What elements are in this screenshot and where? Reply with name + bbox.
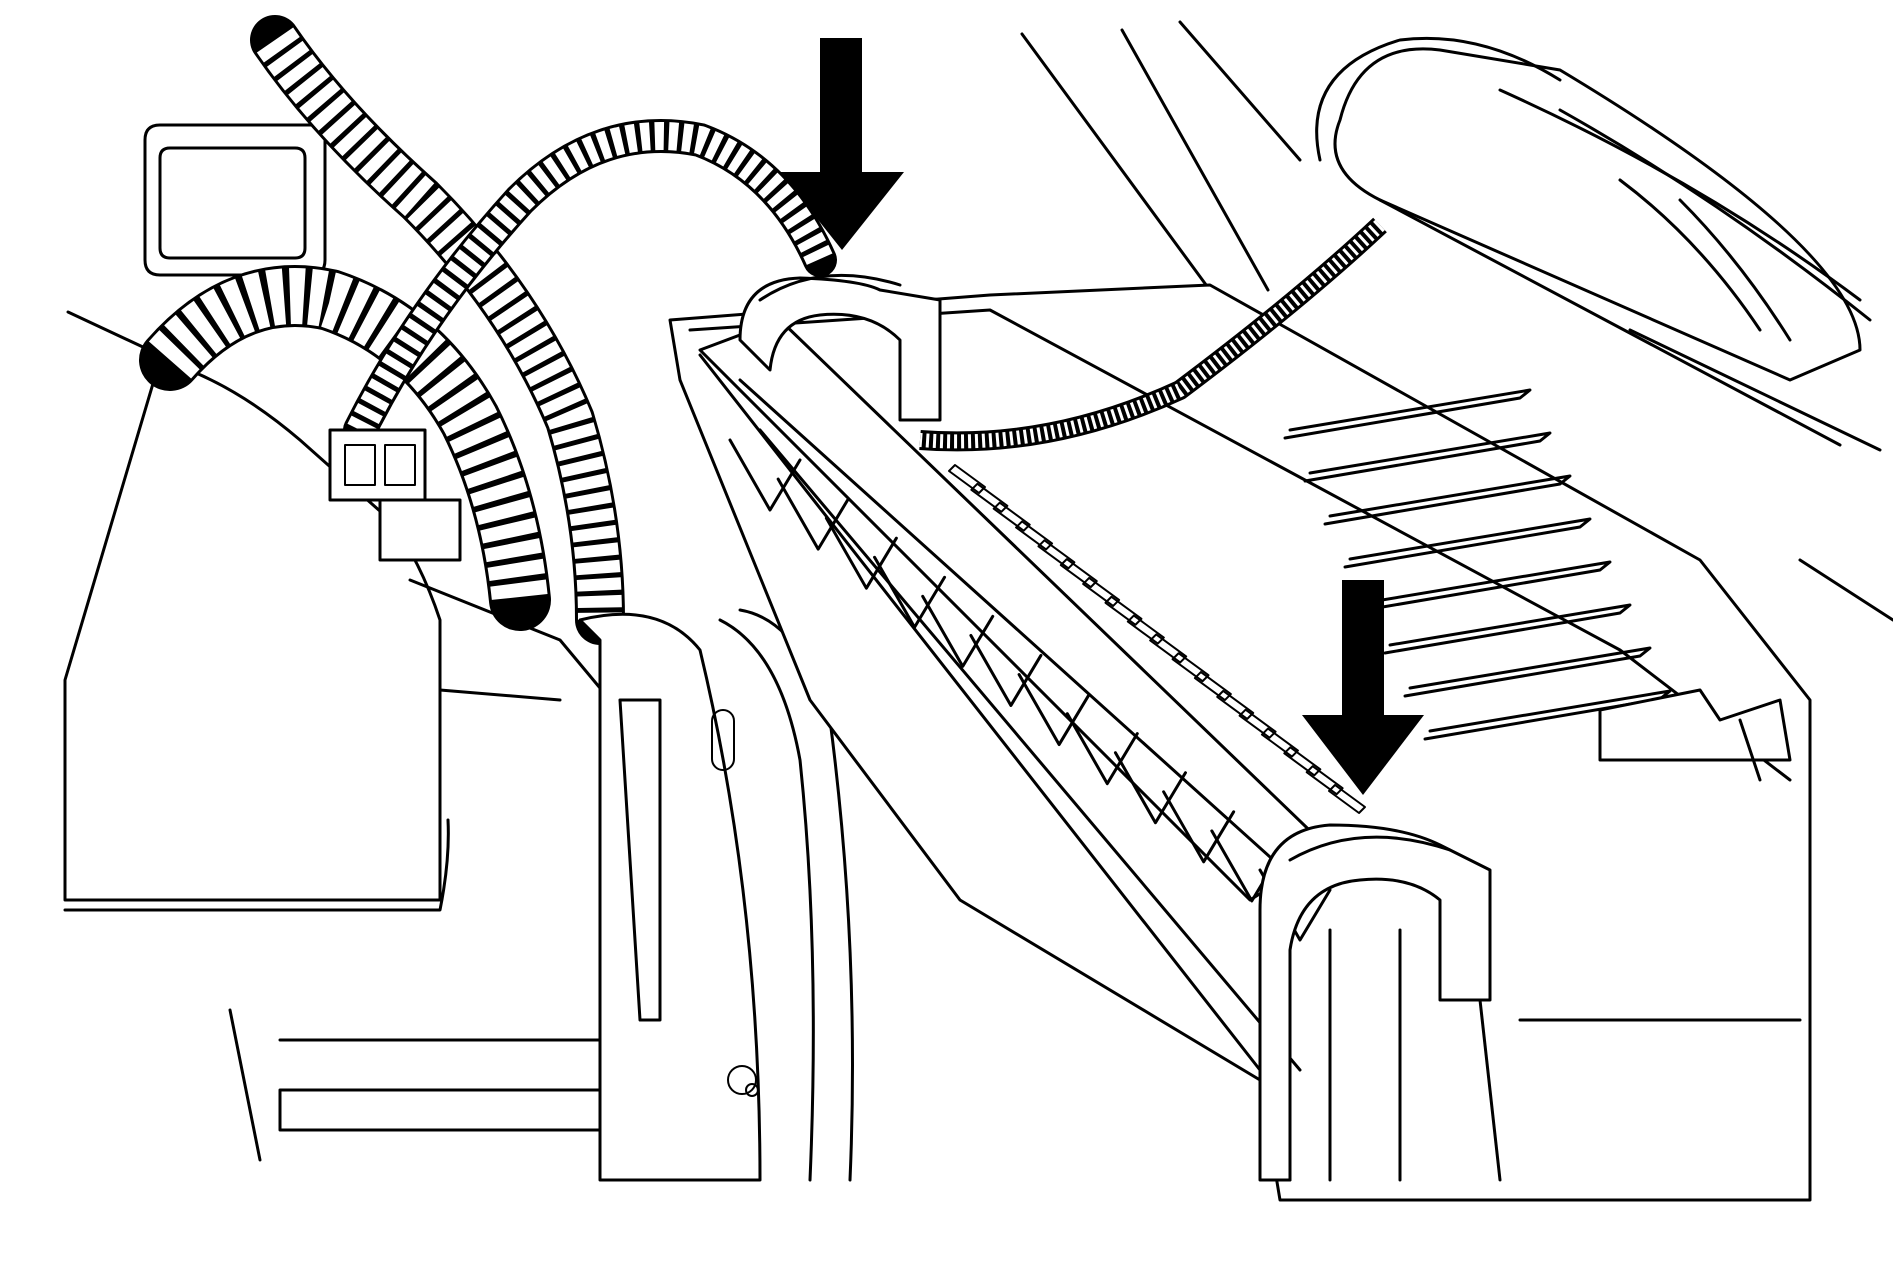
filter-slot <box>1171 652 1210 683</box>
lower-right-bracket <box>1598 688 1792 782</box>
filter-slot <box>1260 727 1299 758</box>
filter-slot <box>1305 765 1344 796</box>
filter-pleat <box>824 516 898 590</box>
filter-slot <box>1283 746 1322 777</box>
filter-slot <box>1126 614 1165 645</box>
housing-fin <box>1423 689 1672 741</box>
center-corrugated-harness <box>250 15 625 645</box>
filter-pleat <box>921 594 995 668</box>
filter-slot <box>1328 784 1366 814</box>
filter-slot <box>948 464 986 494</box>
housing-fin <box>1343 517 1592 569</box>
filter-slot <box>1104 595 1143 626</box>
filter-slot <box>1216 689 1255 720</box>
air-duct-housing <box>578 608 854 1182</box>
filter-pleat <box>1017 673 1091 747</box>
rear-ribbed-hose <box>343 119 837 447</box>
filter-slot <box>1059 558 1098 589</box>
filter-pleat <box>728 438 802 512</box>
housing-fin <box>1283 388 1532 440</box>
filter-pleat <box>873 555 947 629</box>
filter-slot <box>1193 671 1232 702</box>
callout-arrow-lower <box>1302 580 1424 795</box>
housing-fin <box>1303 431 1552 483</box>
housing-fin <box>1403 646 1652 698</box>
filter-slot <box>992 501 1031 532</box>
filter-slots <box>948 464 1366 814</box>
filter-slot <box>1082 576 1121 607</box>
callout-arrow-upper <box>780 38 904 250</box>
filter-pleat <box>1113 751 1187 825</box>
background-lines <box>66 20 1893 622</box>
connector-block <box>328 428 462 562</box>
filter-pleat <box>776 477 850 551</box>
retaining-clip-lower <box>1258 823 1502 1182</box>
housing-fins <box>1283 388 1672 741</box>
filter-pleat <box>1065 712 1139 786</box>
filter-slot <box>1238 708 1277 739</box>
filter-slot <box>1037 539 1076 570</box>
top-left-bracket <box>143 123 327 277</box>
filter-slot <box>970 482 1009 513</box>
ribbed-band <box>919 217 1387 452</box>
filter-slot <box>1149 633 1188 664</box>
filter-slot <box>1015 520 1054 551</box>
filter-pleat <box>1162 790 1236 864</box>
right-cylinder-housing <box>1315 36 1872 447</box>
filter-pleat <box>969 633 1043 707</box>
retaining-clip-upper <box>738 273 942 422</box>
housing-fin <box>1323 474 1572 526</box>
housing-fin <box>1363 560 1612 612</box>
housing-fin <box>1383 603 1632 655</box>
